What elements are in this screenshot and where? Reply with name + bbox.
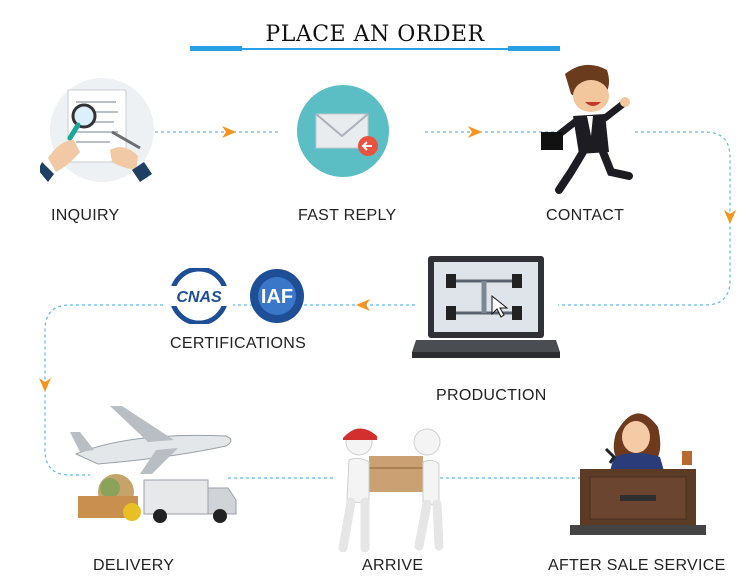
title-underline (190, 48, 560, 50)
plane-truck-icon (70, 406, 237, 523)
step-label: CERTIFICATIONS (170, 335, 307, 352)
arrow-down-icon (724, 210, 736, 224)
step-label: FAST REPLY (298, 207, 397, 224)
step-label: PRODUCTION (436, 387, 547, 404)
laptop-icon (412, 256, 560, 358)
envelope-icon (297, 85, 389, 177)
step-label: INQUIRY (51, 207, 120, 224)
businessman-running-icon (541, 64, 633, 194)
title-underline-accent (190, 46, 242, 51)
document-magnifier-icon (40, 78, 154, 182)
step-label: ARRIVE (362, 557, 424, 574)
iaf-logo-text: IAF (261, 286, 293, 308)
page-title: PLACE AN ORDER (265, 22, 485, 47)
title-underline-accent (508, 46, 560, 51)
arrow-down-icon (39, 378, 51, 392)
certification-logos-icon: CNAS IAF (165, 268, 304, 324)
arrow-right-icon (468, 126, 482, 138)
step-label: DELIVERY (93, 557, 175, 574)
arrow-left-icon (356, 299, 370, 311)
step-label: AFTER SALE SERVICE (548, 557, 726, 574)
arrow-right-icon (222, 126, 236, 138)
step-label: CONTACT (546, 207, 625, 224)
movers-box-icon (338, 428, 444, 552)
cnas-logo-text: CNAS (176, 289, 222, 306)
service-desk-icon (570, 413, 706, 535)
